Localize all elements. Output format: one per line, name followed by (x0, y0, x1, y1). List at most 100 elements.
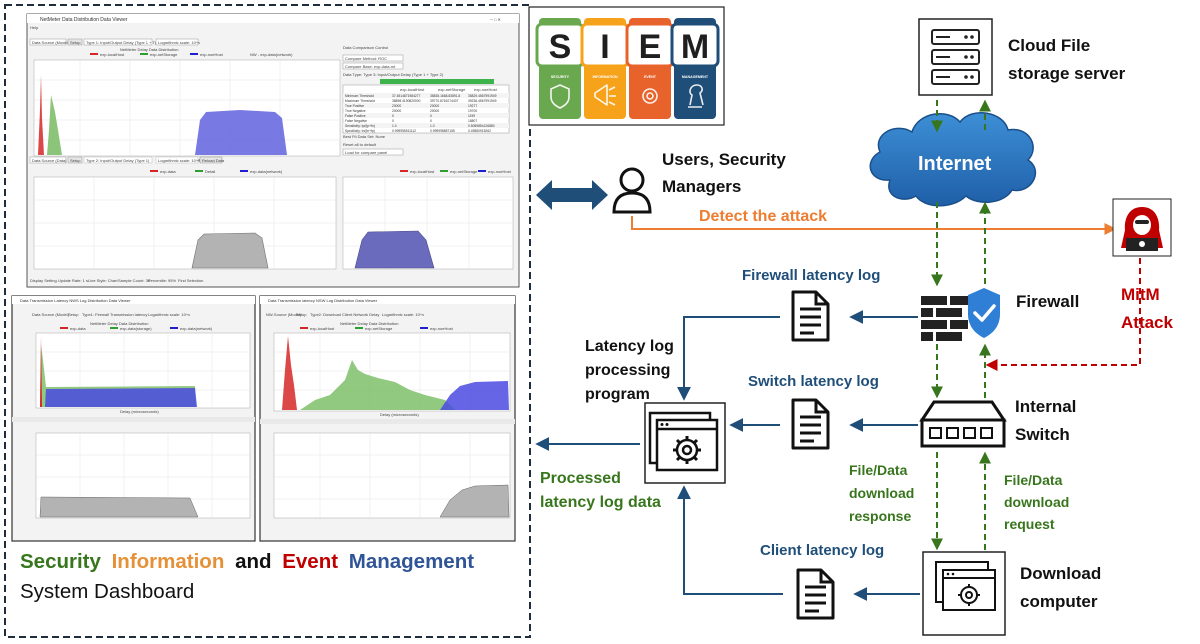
latency-program-label-line2: processing (585, 362, 670, 379)
internet-label: Internet (918, 153, 992, 175)
firewall-log-to-program-arrow (677, 316, 780, 401)
roc-table-cell: Specificity: tn/(tn+fp) (345, 129, 375, 133)
svg-text:Logarithmic scale: 10^n[interactable]: Logarithmic scale: 10^n (158, 158, 200, 163)
svg-text:Compare Base: exp-data-mt[interactable]: Compare Base: exp-data-mt (345, 64, 396, 69)
roc-table-cell: 1199 (468, 114, 475, 118)
roc-table-cell: 20000 (392, 109, 401, 113)
svg-text:Type 2: Input/Output Delay (Ty[interactable]: Type 2: Input/Output Delay (Type 1) (86, 158, 150, 163)
svg-text:Type1: Firewall Transmission l[interactable]: Type1: Firewall Transmission latency (82, 312, 147, 317)
request-label-line2: download (1004, 494, 1069, 510)
caption-and: and (235, 550, 271, 573)
svg-text:exp-noeHost: exp-noeHost (430, 326, 454, 331)
roc-table-cell: 39770.8761074407 (430, 99, 459, 103)
type-select[interactable]: Type 1: Input/Output Delay (Type 1 + Typ… (86, 40, 167, 45)
firewall-icon (921, 288, 1000, 341)
dashboard-caption-line2: System Dashboard (20, 580, 194, 603)
caption-management: Management (349, 550, 474, 573)
latency-program-label-line3: program (585, 386, 650, 403)
svg-text:Logarithmic scale: 10^n[interactable]: Logarithmic scale: 10^n (382, 312, 424, 317)
svg-text:Find Selection[interactable]: Find Selection (178, 278, 203, 283)
svg-text:Logarithmic scale: 10^n[interactable]: Logarithmic scale: 10^n (148, 312, 190, 317)
latency-program-icon (644, 402, 726, 484)
processed-label-line1: Processed (540, 470, 621, 487)
top-green-peak (47, 95, 62, 155)
svg-text:Load for compare panel[interactable]: Load for compare panel (345, 150, 387, 155)
right-red-peak (282, 336, 297, 410)
svg-text:exp-netStorage: exp-netStorage (365, 326, 393, 331)
dashboard-users-arrow (536, 180, 608, 210)
top-dashboard-window: NetMeter Data Distribution Data Viewer ─… (26, 13, 520, 288)
svg-text:NetMeter Delay Data Distributi: NetMeter Delay Data Distribution (340, 321, 398, 326)
left-gray-band (39, 496, 199, 518)
dashboard-caption-line1: Security Information and Event Managemen… (20, 550, 474, 573)
siem-letter: E (639, 28, 662, 66)
svg-text:Delay (microseconds): Delay (microseconds) (120, 409, 159, 414)
svg-text:NW-Source (Model)[interactable]: NW-Source (Model) (266, 312, 302, 317)
roc-table-cell: 19700 (468, 109, 477, 113)
internet-cloud-icon (869, 112, 1037, 207)
svg-text:Type2: Download Client Network[interactable]: Type2: Download Client Network Delay (310, 312, 379, 317)
roc-table-cell: 0 (392, 114, 394, 118)
caption-security: Security (20, 550, 101, 573)
firewall-log-label: Firewall latency log (742, 267, 880, 284)
svg-text:Reset all to default[interactable]: Reset all to default (343, 142, 377, 147)
comparison-panel: Data Comparison Control Compare Method: … (342, 45, 510, 156)
client-log-label: Client latency log (760, 542, 884, 559)
roc-table-row-bg (343, 103, 509, 108)
response-label-line1: File/Data (849, 462, 908, 478)
data-source-select[interactable]: Data Source (Model) (32, 40, 70, 45)
top-lower-toolbar: Data Source (Data) Setup Type 2: Input/O… (29, 156, 225, 164)
svg-text:Setup[interactable]: Setup (68, 312, 79, 317)
svg-text:Update Rate: 1 s[interactable]: Update Rate: 1 s (58, 278, 88, 283)
roc-table-cell: 0.5059854126880 (468, 124, 495, 128)
svg-text:Compare Method: ROC[interactable]: Compare Method: ROC (345, 56, 387, 61)
log-scale-select[interactable]: Logarithmic scale: 10^n (158, 40, 200, 45)
svg-text:Data Source (Model)[interactable]: Data Source (Model) (32, 312, 70, 317)
svg-text:Percentile: 95%[interactable]: Percentile: 95% (148, 278, 176, 283)
svg-text:Data Source (Data)[interactable]: Data Source (Data) (32, 158, 67, 163)
roc-table-cell: 20000 (430, 109, 439, 113)
shield-icon (550, 84, 570, 109)
svg-text:Setup[interactable]: Setup (70, 158, 81, 163)
svg-text:Detail: Detail (205, 169, 215, 174)
svg-text:Line Style: Chart[interactable]: Line Style: Chart (88, 278, 118, 283)
roc-table-row-bg (343, 113, 509, 118)
svg-text:exp-localHost: exp-localHost (100, 52, 125, 57)
caption-information: Information (112, 550, 225, 573)
users-label-line1: Users, Security (662, 150, 786, 169)
svg-text:Sample Count: 30[interactable]: Sample Count: 30 (118, 278, 151, 283)
svg-text:exp-localHost: exp-localHost (410, 169, 435, 174)
right-window-title: Data Transmission latency NSW Log Distri… (268, 298, 378, 303)
request-label-line3: request (1004, 516, 1055, 532)
right-blue-rise (440, 381, 509, 410)
top-window-menu[interactable]: Help (30, 25, 39, 30)
svg-text:Data Comparison Control: Data Comparison Control (343, 45, 388, 50)
setup-button[interactable]: Setup (70, 40, 81, 45)
lower-left-gray-plateau (191, 232, 269, 269)
roc-table: exp-localHost exp-netStorage exp-noeHost… (342, 84, 510, 134)
top-blue-plateau (195, 110, 287, 155)
download-computer-icon (922, 551, 1006, 636)
window-controls[interactable]: ─ □ ✕ (489, 17, 501, 22)
svg-text:exp-data(network): exp-data(network) (250, 169, 283, 174)
roc-table-cell: True Positive (345, 104, 364, 108)
detect-attack-label: Detect the attack (699, 208, 827, 225)
roc-table-cell: 37.4514871984277 (392, 94, 421, 98)
roc-table-cell: 35835.1668.83891.8 (430, 94, 460, 98)
left-dashboard-window: Data Transmission Latency NWS Log Distri… (11, 295, 256, 542)
svg-text:Setup[interactable]: Setup (296, 312, 307, 317)
client-log-to-program-arrow (677, 485, 783, 595)
right-green-hump (300, 360, 455, 410)
download-computer-label-line2: computer (1020, 592, 1098, 611)
mitm-label-line1: MitM (1121, 285, 1160, 304)
roc-table-cell: True Negative (345, 109, 366, 113)
svg-text:Reload Data[interactable]: Reload Data (202, 158, 225, 163)
svg-text:Display Setting: Display Setting (30, 278, 57, 283)
roc-table-cell: 19277 (468, 104, 477, 108)
switch-icon (919, 400, 1007, 448)
roc-table-cell: 39236.4567991949 (468, 99, 497, 103)
svg-text:NetMeter Delay Data Distributi: NetMeter Delay Data Distribution (90, 321, 148, 326)
